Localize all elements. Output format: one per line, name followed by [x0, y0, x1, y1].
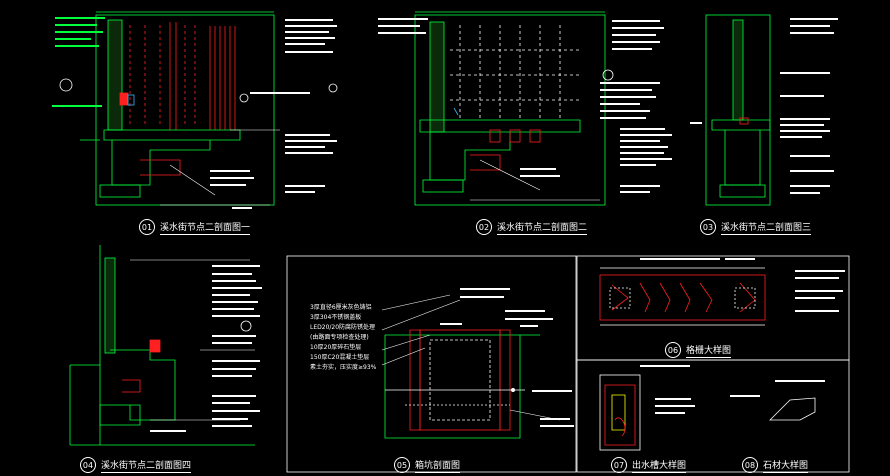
detail-label-07: 07 出水槽大样图 [611, 457, 687, 473]
detail-title-04: 溪水街节点二剖面图四 [101, 458, 192, 473]
detail-title-01: 溪水街节点二剖面图一 [160, 220, 251, 235]
detail-title-06: 格栅大样图 [686, 343, 732, 358]
detail-number-07: 07 [611, 457, 627, 473]
section-04 [69, 245, 262, 446]
note-line: LED20/20防腐防锈处理 [310, 324, 376, 331]
panel-07-08-frame [576, 359, 850, 473]
detail-number-01: 01 [139, 219, 155, 235]
detail-label-04: 04 溪水街节点二剖面图四 [80, 457, 192, 473]
detail-number-08: 08 [742, 457, 758, 473]
detail-05-notes: 3厚直径6厘米灰色铸铝 3厚304不锈钢盖板 LED20/20防腐防锈处理 (由… [310, 303, 388, 373]
section-07 [599, 365, 695, 451]
note-line: 3厚304不锈钢盖板 [310, 314, 362, 321]
detail-title-05: 箱坑剖面图 [415, 458, 461, 473]
section-01 [52, 11, 338, 209]
detail-title-08: 石材大样图 [763, 458, 809, 473]
section-08 [730, 380, 825, 421]
note-line: 10厚20厚碎石垫层 [310, 344, 362, 351]
detail-title-03: 溪水街节点二剖面图三 [721, 220, 812, 235]
detail-title-07: 出水槽大样图 [632, 458, 687, 473]
detail-number-03: 03 [700, 219, 716, 235]
detail-number-02: 02 [476, 219, 492, 235]
section-02 [378, 11, 672, 206]
note-line: (由路面专项检查处理) [310, 334, 369, 341]
note-line: 3厚直径6厘米灰色铸铝 [310, 304, 372, 311]
note-line: 素土夯实，压实度≥93% [310, 364, 377, 371]
detail-title-02: 溪水街节点二剖面图二 [497, 220, 588, 235]
detail-label-05: 05 箱坑剖面图 [394, 457, 461, 473]
note-line: 150厚C20混凝土垫层 [310, 354, 370, 361]
detail-number-06: 06 [665, 342, 681, 358]
detail-label-01: 01 溪水街节点二剖面图一 [139, 219, 251, 235]
detail-label-02: 02 溪水街节点二剖面图二 [476, 219, 588, 235]
detail-label-03: 03 溪水街节点二剖面图三 [700, 219, 812, 235]
detail-label-08: 08 石材大样图 [742, 457, 809, 473]
detail-label-06: 06 格栅大样图 [665, 342, 732, 358]
section-03 [690, 14, 838, 206]
section-05 [381, 288, 574, 439]
detail-number-04: 04 [80, 457, 96, 473]
detail-number-05: 05 [394, 457, 410, 473]
section-06 [599, 258, 845, 326]
